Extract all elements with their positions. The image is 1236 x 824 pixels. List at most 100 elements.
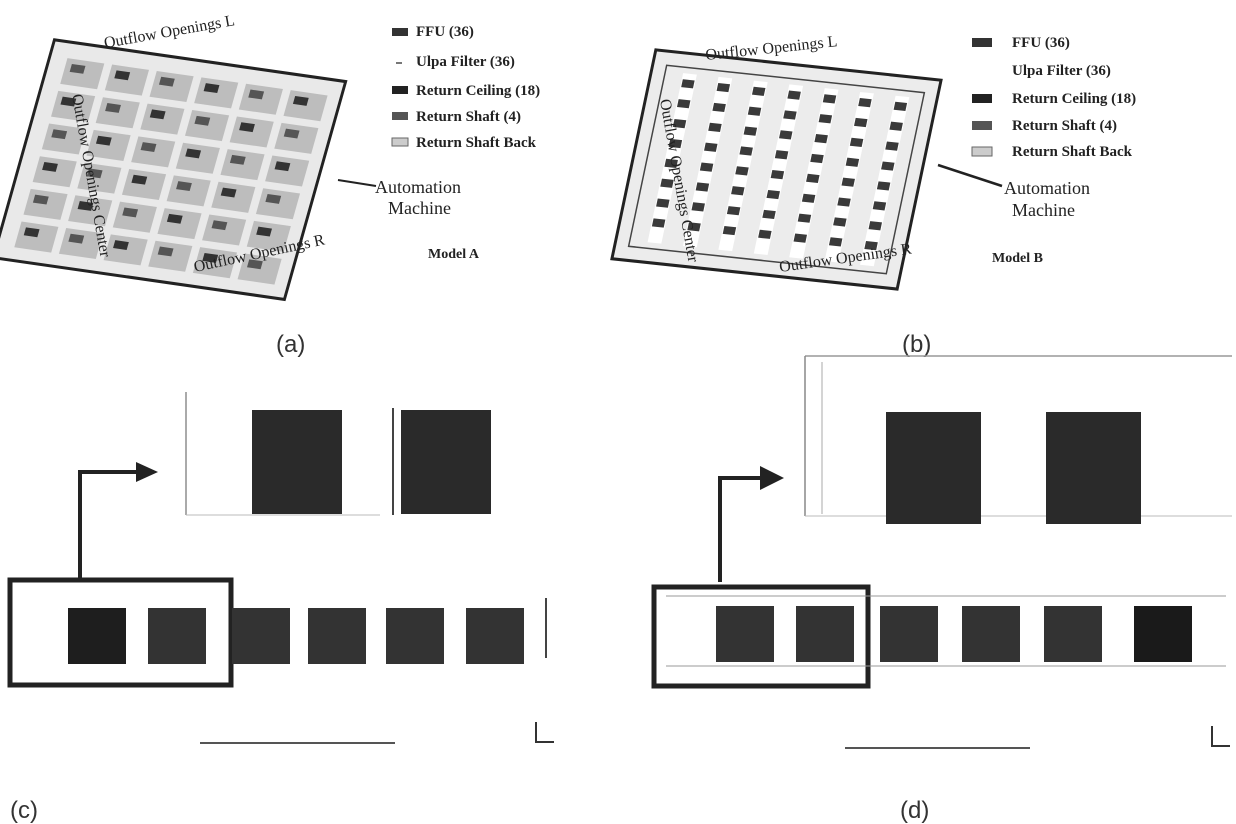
panel-d-block xyxy=(1134,606,1192,662)
ffu-unit xyxy=(229,154,246,165)
panel-b: Outflow Openings L Outflow Openings Cent… xyxy=(610,33,1136,358)
model-b-ffu xyxy=(708,122,722,132)
model-b-ffu xyxy=(726,206,741,216)
ffu-unit xyxy=(176,181,192,192)
panel-c-block xyxy=(386,608,444,664)
model-a-side-top-label: Outflow Openings L xyxy=(103,12,236,52)
model-b-ffu xyxy=(893,101,908,111)
panel-c-zoom-inset xyxy=(185,392,491,516)
model-b-ffu xyxy=(806,173,820,184)
ffu-unit xyxy=(95,135,112,146)
model-b-ffu xyxy=(889,121,903,131)
ffu-unit xyxy=(274,161,291,172)
model-b-ffu xyxy=(722,225,737,236)
model-b-ffu xyxy=(762,209,776,220)
model-b-ffu xyxy=(735,166,749,176)
model-b-ffu xyxy=(687,222,701,232)
legend-ffu-swatch-b xyxy=(972,38,992,47)
ffu-cell xyxy=(283,90,328,122)
model-b-ffu xyxy=(747,106,762,116)
model-b-ffu xyxy=(660,178,674,188)
legend-return-shaft-swatch-b xyxy=(972,121,992,130)
panel-d-highlight-box xyxy=(651,584,871,689)
model-b-ffu xyxy=(885,141,899,151)
model-b-ffu xyxy=(699,162,714,172)
ffu-unit xyxy=(194,115,211,126)
model-a-isometric-room xyxy=(0,38,348,302)
ffu-unit xyxy=(149,109,166,120)
ffu-unit xyxy=(32,194,49,205)
model-a-callout-line1: Automation xyxy=(375,177,461,197)
model-b-ffu xyxy=(833,217,847,227)
model-b-ffu xyxy=(876,181,891,191)
ffu-cell xyxy=(229,116,274,148)
legend-return-shaft-back-swatch xyxy=(391,137,409,147)
ffu-unit xyxy=(42,161,58,172)
panel-d-block xyxy=(1044,606,1102,662)
model-b-callout-line1: Automation xyxy=(1004,178,1090,198)
model-b-ffu xyxy=(770,170,785,180)
model-b-ffu xyxy=(849,137,864,148)
model-b-ffu xyxy=(656,198,670,208)
model-b-ffu xyxy=(774,150,789,160)
legend-return-shaft-label-b: Return Shaft (4) xyxy=(1012,118,1117,134)
model-b-ffu xyxy=(766,189,780,200)
panel-c-zoom-arrow-head xyxy=(136,462,158,482)
legend-return-shaft-back-swatch-b xyxy=(971,146,993,157)
ffu-unit xyxy=(105,103,121,113)
model-b-ffu xyxy=(814,134,828,144)
model-b-ffu xyxy=(751,86,766,96)
ffu-cell xyxy=(274,122,319,154)
panel-c-block xyxy=(68,608,126,664)
ffu-unit xyxy=(166,213,183,224)
caption-c: (c) xyxy=(10,797,38,824)
model-b-ffu xyxy=(793,233,808,243)
panel-d-axis-triad xyxy=(1211,726,1230,747)
ffu-unit xyxy=(283,128,300,139)
ffu-unit xyxy=(157,246,174,257)
model-b-ffu xyxy=(841,177,855,187)
model-b-ffu xyxy=(681,79,695,89)
ffu-unit xyxy=(86,168,103,179)
ffu-unit xyxy=(265,193,282,204)
model-b-ffu xyxy=(881,161,895,171)
model-b-ffu xyxy=(854,117,868,128)
ffu-unit xyxy=(211,220,228,231)
model-b-callout-line2: Machine xyxy=(1012,200,1075,220)
ffu-unit xyxy=(122,207,139,218)
legend-return-ceiling-swatch-b xyxy=(972,94,992,103)
model-b-label: Model B xyxy=(992,251,1043,266)
model-b-ffu xyxy=(783,110,797,120)
panel-c-block-strip xyxy=(68,608,524,664)
ffu-cell xyxy=(237,253,282,285)
ffu-unit xyxy=(246,259,263,270)
model-b-ffu xyxy=(864,241,878,251)
model-b-ffu xyxy=(691,202,705,212)
ffu-unit xyxy=(51,129,68,140)
model-a-callout-arrow xyxy=(337,179,377,187)
legend-return-ceiling-swatch xyxy=(392,86,408,94)
panel-c-block xyxy=(308,608,366,664)
legend-return-shaft-back-label-b: Return Shaft Back xyxy=(1012,144,1133,160)
legend-return-shaft-label: Return Shaft (4) xyxy=(416,109,521,125)
legend-ulpa-label: Ulpa Filter (36) xyxy=(416,54,515,70)
ffu-unit xyxy=(113,240,129,251)
model-b-ffu xyxy=(739,146,753,156)
panel-a: Outflow Openings L Outflow Openings Cent… xyxy=(0,12,540,358)
model-b-ffu xyxy=(664,158,678,168)
ffu-unit xyxy=(23,227,40,238)
model-b-isometric-room xyxy=(610,48,943,291)
ffu-unit xyxy=(158,76,175,87)
model-a-callout-line2: Machine xyxy=(388,198,451,218)
model-b-ffu xyxy=(704,142,718,152)
legend-return-ceiling-label: Return Ceiling (18) xyxy=(416,83,540,99)
ffu-unit xyxy=(248,89,265,100)
legend-ulpa-label-b: Ulpa Filter (36) xyxy=(1012,63,1111,79)
panel-c-block xyxy=(466,608,524,664)
ffu-cell xyxy=(238,83,283,115)
ffu-cell xyxy=(194,77,239,109)
panel-d-zoom-inset xyxy=(804,355,1232,524)
ffu-cell xyxy=(148,240,193,272)
model-b-ffu xyxy=(801,193,816,203)
